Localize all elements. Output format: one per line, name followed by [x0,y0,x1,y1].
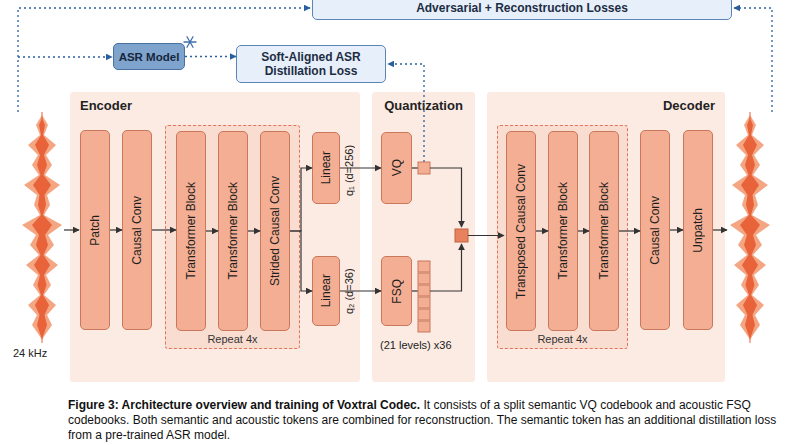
layer-block: Causal Conv [122,130,152,330]
layer-block: Causal Conv [640,130,670,330]
box-label: Transformer Block [184,182,198,280]
encoder-panel: EncoderPatch Causal ConvRepeat 4x Transfor… [70,92,360,382]
combined-token [455,229,468,242]
sample-rate-label: 24 kHz [13,347,73,361]
linear-block: Linear [312,132,340,204]
box-label: Adversarial + Reconstruction Losses [416,1,628,15]
quantization-panel: QuantizationVQ FSQ [372,92,475,382]
connector-arrow [248,230,260,231]
box-label: Transposed Causal Conv [514,164,528,299]
layer-block: Strided Causal Conv [260,131,290,331]
box-label: Transformer Block [226,182,240,280]
box-label: Soft-Aligned ASR Distillation Loss [237,50,385,78]
dimension-label: q₁ (d=256) [342,134,356,206]
connector-arrow [536,230,548,231]
flow-arrow [468,235,504,236]
box-label: Transformer Block [556,182,570,280]
connector-arrow [578,230,589,231]
connector-arrow [340,167,381,168]
asr-input-line [18,56,112,57]
quantizer-block: FSQ [381,256,412,326]
flow-arrow [713,229,727,230]
repeat-group: Repeat 4x Transposed Causal Conv Transform… [497,125,628,349]
connector-arrow [619,230,640,231]
layer-block: Transposed Causal Conv [506,131,536,331]
box-label: Linear [319,274,333,307]
box-label: Patch [88,215,102,246]
figure-caption: Figure 3: Architecture overview and trai… [68,398,784,443]
connector-arrow [185,56,236,57]
connector-arrow [206,230,218,231]
box-label: Causal Conv [648,196,662,265]
model-box: ASR Model [113,43,185,70]
decoder-panel: DecoderRepeat 4x Transposed Causal Conv Tr… [487,92,725,382]
token-wire [412,167,418,168]
repeat-note: Repeat 4x [166,333,299,345]
output-waveform [730,112,770,343]
input-waveform [22,112,62,343]
layer-block: Transformer Block [218,131,248,331]
box-label: Unpatch [691,208,705,253]
box-label: ASR Model [119,51,180,63]
dimension-label: q₂ (d=36) [342,256,356,326]
panel-heading: Quantization [372,98,475,113]
connector-arrow [290,168,312,231]
levels-label: (21 levels) x36 [380,339,475,353]
flow-arrow [64,229,79,230]
loss-feedback-line [18,8,310,112]
box-label: VQ [390,159,404,176]
loss-box: Soft-Aligned ASR Distillation Loss [236,45,386,83]
loss-feedback-line [734,8,772,112]
layer-block: Unpatch [683,130,713,330]
layer-block: Transformer Block [176,131,206,331]
quantizer-block: VQ [381,132,412,204]
token-wire [430,244,462,291]
connector-arrow [110,229,122,230]
box-label: FSQ [390,279,404,304]
box-label: Transformer Block [597,182,611,280]
layer-block: Transformer Block [548,131,578,331]
semantic-token [418,162,430,174]
token-wire [430,168,462,227]
panel-heading: Encoder [80,98,132,113]
box-label: Linear [319,151,333,184]
layer-block: Transformer Block [589,131,619,331]
distillation-line [388,64,424,162]
linear-block: Linear [312,256,340,326]
token-wire [412,290,418,291]
acoustic-tokens [418,261,430,332]
frozen-icon [184,37,196,47]
repeat-group: Repeat 4x Transformer Block Transformer Bl… [165,125,300,349]
connector-arrow [340,290,381,291]
repeat-note: Repeat 4x [498,333,627,345]
panel-heading: Decoder [663,98,715,113]
box-label: Causal Conv [130,196,144,265]
connector-arrow [290,231,312,291]
connector-arrow [152,229,176,230]
box-label: Strided Causal Conv [268,176,282,286]
loss-box: Adversarial + Reconstruction Losses [312,0,732,20]
connector-arrow [670,229,683,230]
layer-block: Patch [80,130,110,330]
